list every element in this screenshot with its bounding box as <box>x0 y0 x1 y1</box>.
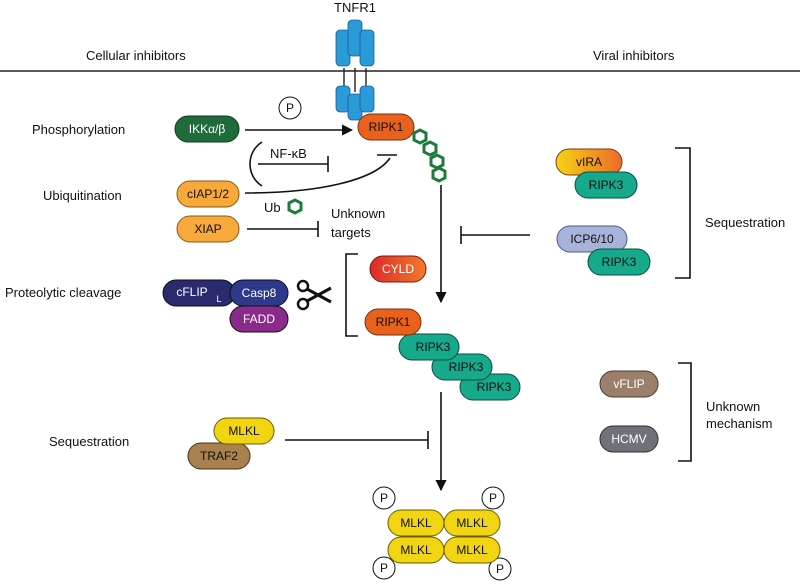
p-bl-label: P <box>380 561 388 575</box>
unknown-bracket-right <box>678 362 692 462</box>
traf2-label: TRAF2 <box>200 449 238 463</box>
vflip-label: vFLIP <box>613 377 644 391</box>
ripk1-top-label: RIPK1 <box>369 120 404 134</box>
p-br-label: P <box>496 562 504 576</box>
ripk1-complex-node: RIPK1 <box>364 308 422 336</box>
cflip-subscript: L <box>216 294 221 304</box>
hcmv-node: HCMV <box>599 425 659 453</box>
ripk3-vira-label: RIPK3 <box>589 178 624 192</box>
vira-label: vIRA <box>576 155 602 169</box>
label-phosphorylation: Phosphorylation <box>32 122 125 137</box>
nfkb-bracket-curve <box>249 141 263 187</box>
tnfr1-receptor <box>335 19 375 121</box>
label-proteolytic-cleavage: Proteolytic cleavage <box>5 285 121 300</box>
p-label: P <box>286 101 294 115</box>
ciap-label: cIAP1/2 <box>187 187 229 201</box>
ripk3-a-label: RIPK3 <box>416 340 451 354</box>
mlkl-2-label: MLKL <box>456 516 488 530</box>
ripk3-a-node: RIPK3 <box>398 333 460 361</box>
receptor-label: TNFR1 <box>334 0 376 15</box>
label-unknown-mechanism-1: Unknown <box>706 399 760 414</box>
ub-icon <box>287 198 303 215</box>
fadd-label: FADD <box>243 312 275 326</box>
unknown-targets-1: Unknown <box>331 206 385 221</box>
ripk3-icp-node: RIPK3 <box>587 248 651 276</box>
ciap-to-ripk1-curve <box>244 157 391 194</box>
xiap-label: XIAP <box>194 222 221 236</box>
mlkl-3-node: MLKL <box>387 536 445 564</box>
mlkl-2-node: MLKL <box>443 509 501 537</box>
ikk-label: IKKα/β <box>189 122 226 136</box>
cyld-complex-bracket <box>345 253 358 337</box>
icp-label: ICP6/10 <box>570 232 614 246</box>
nfkb-label: NF-κB <box>270 146 307 161</box>
cflip-label: cFLIP <box>176 285 207 299</box>
mlkl-4-node: MLKL <box>443 536 501 564</box>
unknown-targets-2: targets <box>331 225 371 240</box>
ripk3-b-node: RIPK3 <box>431 353 493 381</box>
ripk1-complex-label: RIPK1 <box>376 315 411 329</box>
ripk3-b-label: RIPK3 <box>449 360 484 374</box>
ikk-node: IKKα/β <box>174 115 240 143</box>
scissors-icon <box>296 279 332 311</box>
cyld-label: CYLD <box>382 262 414 276</box>
p-tr-label: P <box>489 491 497 505</box>
mlkl-1-node: MLKL <box>387 509 445 537</box>
ripk3-vira-node: RIPK3 <box>574 171 638 199</box>
mlkl-left-node: MLKL <box>213 417 275 445</box>
p-top-left: P <box>372 486 396 510</box>
ripk3-c-label: RIPK3 <box>477 380 512 394</box>
ripk3-icp-label: RIPK3 <box>602 255 637 269</box>
label-sequestration-left: Sequestration <box>49 434 129 449</box>
p-bottom-left: P <box>372 556 396 580</box>
cyld-node: CYLD <box>369 255 427 283</box>
mlkl-4-label: MLKL <box>456 543 488 557</box>
traf2-node: TRAF2 <box>187 442 251 470</box>
casp8-node: Casp8 <box>229 279 289 307</box>
ub-label: Ub <box>264 200 281 215</box>
p-top-right: P <box>481 486 505 510</box>
sequestration-bracket-right <box>675 147 691 279</box>
cflip-node: cFLIP L <box>162 279 236 307</box>
xiap-node: XIAP <box>176 215 240 243</box>
label-unknown-mechanism-2: mechanism <box>706 416 772 431</box>
mlkl-1-label: MLKL <box>400 516 432 530</box>
ubiquitin-chain <box>412 128 447 183</box>
casp8-label: Casp8 <box>242 286 277 300</box>
ripk1-top-node: RIPK1 <box>357 113 415 141</box>
viral-inhibitors-header: Viral inhibitors <box>593 48 675 63</box>
fadd-node: FADD <box>229 305 289 333</box>
label-sequestration-right: Sequestration <box>705 215 785 230</box>
hcmv-label: HCMV <box>611 432 646 446</box>
vflip-node: vFLIP <box>599 370 659 398</box>
p-bottom-right: P <box>488 557 512 581</box>
ciap-node: cIAP1/2 <box>176 180 240 208</box>
p-tl-label: P <box>380 491 388 505</box>
vira-node: vIRA <box>555 148 623 176</box>
icp-node: ICP6/10 <box>556 225 628 253</box>
cellular-inhibitors-header: Cellular inhibitors <box>86 48 186 63</box>
phospho-p-top: P <box>278 96 302 120</box>
label-ubiquitination: Ubiquitination <box>43 188 122 203</box>
mlkl-3-label: MLKL <box>400 543 432 557</box>
mlkl-left-label: MLKL <box>228 424 260 438</box>
